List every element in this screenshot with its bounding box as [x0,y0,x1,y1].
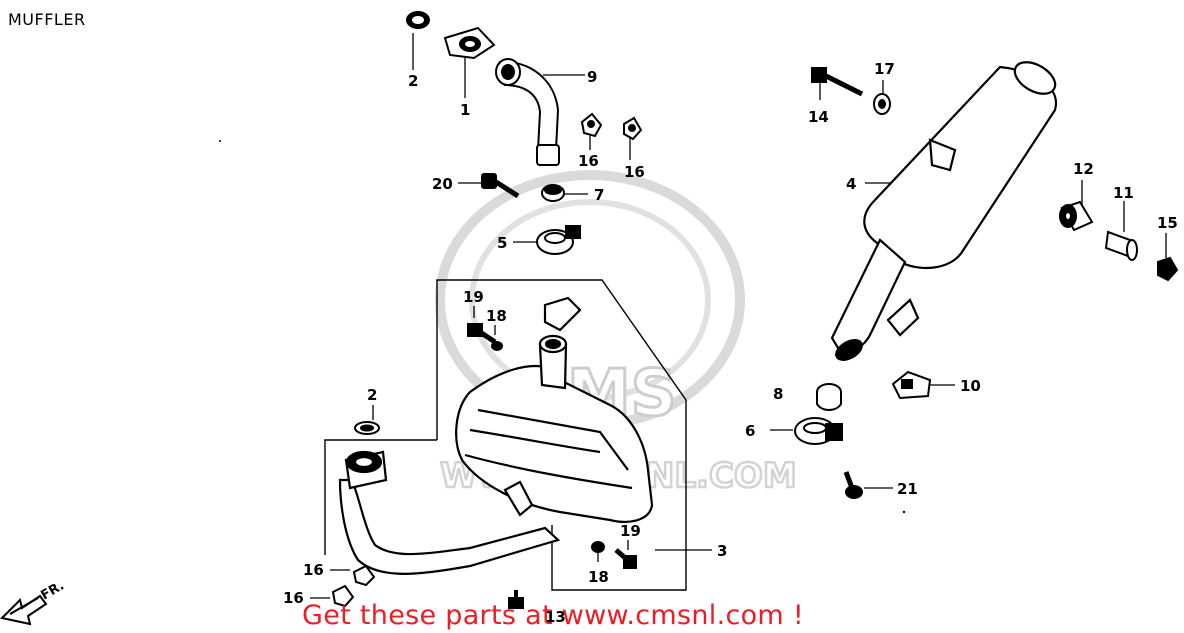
gasket-part-7 [541,184,565,202]
callout-5: 5 [497,234,507,252]
rubber-mount-part-10 [891,370,932,400]
head-pipe-lower [338,450,561,575]
bolt-part-19-lower [614,548,637,569]
callout-15: 15 [1157,214,1178,232]
clip-part-16-a [580,112,603,138]
assembly-outline [324,279,687,591]
clamp-part-5 [536,225,581,255]
callout-16-c: 16 [303,561,324,579]
callout-13: 13 [545,608,566,626]
page-title: MUFFLER [8,10,86,29]
callout-8: 8 [773,385,783,403]
clip-part-16-c [352,564,376,587]
callout-19-lower: 19 [620,522,641,540]
callout-18-lower: 18 [588,568,609,586]
callout-16-b: 16 [624,163,645,181]
callout-20: 20 [432,175,453,193]
callout-14: 14 [808,108,829,126]
callout-11: 11 [1113,184,1134,202]
callout-1: 1 [460,101,470,119]
clip-part-16-b [623,116,643,141]
callout-19-upper: 19 [463,288,484,306]
gasket-part-8 [816,383,842,411]
callout-16-a: 16 [578,152,599,170]
callout-18-upper: 18 [486,307,507,325]
front-label: FR. [39,578,67,603]
bolt-part-19-upper [467,323,497,345]
collar-part-12 [1059,200,1094,232]
callout-21: 21 [897,480,918,498]
callout-numbers: 2 1 9 16 16 20 7 5 19 18 2 3 19 18 16 16… [283,60,1178,626]
bolt-part-20 [481,173,520,199]
gasket-part-2-lower [354,421,380,435]
gasket-part-2 [406,11,430,29]
bolt-part-21 [843,471,863,499]
washer-part-18-upper [491,341,503,351]
flange-part-1 [443,26,496,60]
scan-dot [902,510,906,514]
callout-4: 4 [846,175,856,193]
washer-part-18-lower [591,541,605,553]
clip-part-16-d [331,584,355,608]
muffler-chamber-part-3 [455,296,654,523]
callout-9: 9 [587,68,597,86]
washer-part-17 [873,93,891,115]
callout-10: 10 [960,377,981,395]
callout-7: 7 [594,186,604,204]
bolt-part-13 [508,590,524,609]
callout-16-d: 16 [283,589,304,607]
callout-2-lower: 2 [367,386,377,404]
pin-part-11 [1104,230,1138,261]
callout-3: 3 [717,542,727,560]
exhaust-pipe-part-9 [495,58,560,166]
callout-17: 17 [874,60,895,78]
scan-dot [219,140,221,142]
bolt-part-14 [811,67,864,97]
callout-6: 6 [745,422,755,440]
callout-12: 12 [1073,160,1094,178]
nut-part-15 [1157,256,1179,282]
front-direction-arrow: FR. [0,578,67,626]
clamp-part-6 [794,417,843,445]
leader-lines [310,33,1167,600]
promo-link[interactable]: Get these parts at www.cmsnl.com ! [302,600,805,631]
silencer-part-4 [830,61,1058,361]
callout-2-top: 2 [408,72,418,90]
